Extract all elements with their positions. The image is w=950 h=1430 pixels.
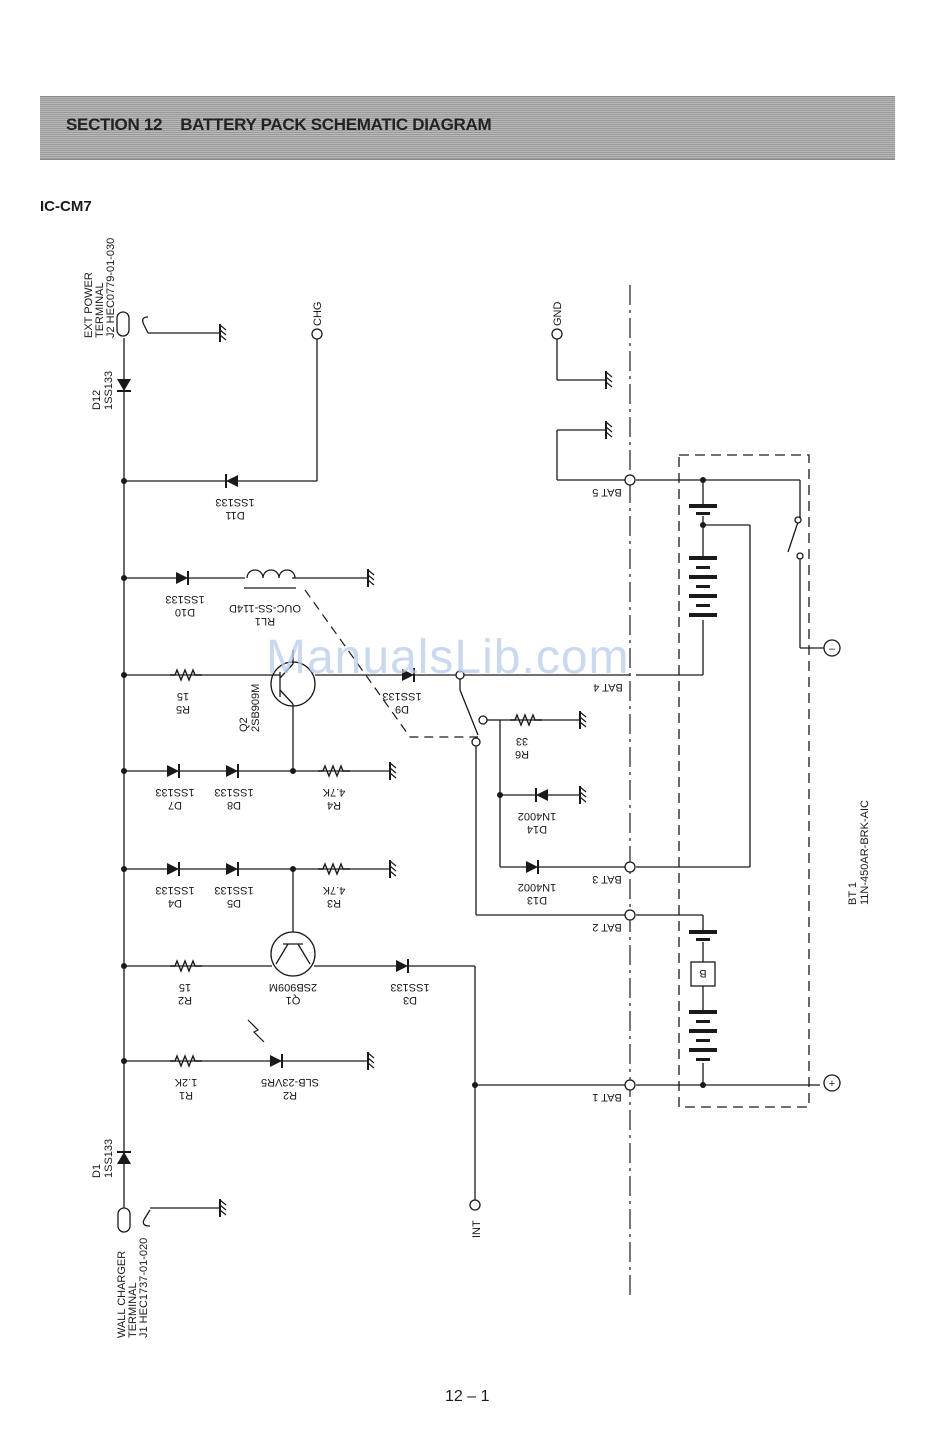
diode-d12: [116, 378, 132, 392]
r4-value: 4.7K: [322, 786, 345, 798]
d4-ref: D4: [168, 897, 182, 909]
r2-value: 15: [179, 981, 191, 993]
d5-part: 1SS133: [214, 884, 253, 896]
d13-part: 1N4002: [518, 881, 557, 893]
d12-ref: D12: [91, 390, 103, 410]
wall-charger-terminal-label: TERMINAL: [127, 1282, 139, 1338]
section-title: BATTERY PACK SCHEMATIC DIAGRAM: [180, 115, 492, 134]
section-header-banner: SECTION 12 BATTERY PACK SCHEMATIC DIAGRAM: [40, 96, 895, 160]
diode-d10: [175, 570, 189, 586]
ext-power-part: J2 HEC0779-01-030: [105, 238, 117, 338]
gnd-terminal-label: GND: [552, 302, 564, 327]
diode-d8: [225, 763, 239, 779]
ground-symbol: [367, 568, 375, 588]
d8-ref: D8: [227, 799, 241, 811]
page-number: 12 – 1: [445, 1388, 490, 1405]
d7-part: 1SS133: [155, 786, 194, 798]
d3-part: 1SS133: [390, 981, 429, 993]
ext-power-terminal-label: TERMINAL: [94, 282, 106, 338]
d1-part: 1SS133: [103, 1139, 115, 1178]
diode-d1: [116, 1151, 132, 1165]
ground-symbol: [367, 1051, 375, 1071]
d10-part: 1SS133: [165, 593, 204, 605]
diode-d5: [225, 861, 239, 877]
d3-ref: D3: [403, 994, 417, 1006]
bat4-label: BAT 4: [593, 681, 623, 693]
d11-part: 1SS133: [215, 496, 254, 508]
d10-ref: D10: [175, 606, 195, 618]
r5-value: 15: [177, 690, 189, 702]
breaker-label: B: [699, 967, 706, 979]
diode-d4: [166, 861, 180, 877]
d13-ref: D13: [527, 894, 547, 906]
d12-part: 1SS133: [103, 371, 115, 410]
ground-symbol: [389, 761, 397, 781]
wall-charger-part: J1 HEC1737-01-020: [138, 1238, 150, 1338]
d8-part: 1SS133: [214, 786, 253, 798]
d7-ref: D7: [168, 799, 182, 811]
diode-d11: [225, 473, 239, 489]
section-header-text: SECTION 12 BATTERY PACK SCHEMATIC DIAGRAM: [66, 115, 509, 135]
bat2-label: BAT 2: [592, 921, 622, 933]
d14-ref: D14: [527, 823, 547, 835]
q1-ref: Q1: [286, 994, 301, 1006]
ground-symbol: [579, 710, 587, 730]
r4-ref: R4: [327, 799, 341, 811]
d4-part: 1SS133: [155, 884, 194, 896]
rl1-part: OUC-SS-114D: [229, 602, 301, 614]
watermark: ManualsLib.com: [266, 631, 630, 684]
d5-ref: D5: [227, 897, 241, 909]
led-part: SLB-23VR5: [261, 1076, 319, 1088]
rl1-ref: RL1: [255, 615, 275, 627]
d1-ref: D1: [91, 1164, 103, 1178]
diode-d14: [535, 787, 549, 803]
diode-d3: [395, 958, 409, 974]
d14-part: 1N4002: [518, 810, 557, 822]
ext-power-label: EXT POWER: [83, 272, 95, 338]
r3-ref: R3: [327, 897, 341, 909]
model-name: IC-CM7: [40, 198, 92, 215]
r1-value: 1.2K: [174, 1076, 197, 1088]
light-emission-arrow: [247, 1019, 265, 1043]
r6-value: 33: [516, 735, 528, 747]
minus-terminal-label: –: [829, 643, 836, 655]
ground-symbol: [605, 370, 613, 390]
ground-symbol: [219, 323, 227, 343]
q2-ref: Q2: [238, 717, 250, 732]
d9-part: 1SS133: [382, 690, 421, 702]
d9-ref: D9: [395, 703, 409, 715]
bat1-label: BAT 1: [592, 1091, 622, 1103]
chg-terminal-label: CHG: [312, 302, 324, 326]
q2-part: 2SB909M: [250, 684, 262, 732]
r1-ref: R1: [179, 1089, 193, 1101]
diode-d7: [166, 763, 180, 779]
wall-charger-label: WALL CHARGER: [116, 1251, 128, 1338]
ground-symbol: [605, 420, 613, 440]
ground-symbol: [579, 785, 587, 805]
r5-ref: R5: [176, 703, 190, 715]
led-r2: [269, 1053, 283, 1069]
ground-symbol: [219, 1198, 227, 1218]
r3-value: 4.7K: [322, 884, 345, 896]
bt1-ref: BT 1: [847, 882, 859, 905]
r2-ref: R2: [178, 994, 192, 1006]
r6-ref: R6: [515, 748, 529, 760]
bat5-label: BAT 5: [592, 486, 622, 498]
d11-ref: D11: [225, 509, 244, 521]
plus-terminal-label: +: [829, 1078, 835, 1090]
led-ref: R2: [283, 1089, 297, 1101]
bt1-part: 11N-450AR-BRK-AIC: [859, 800, 871, 905]
ground-symbol: [389, 859, 397, 879]
bat3-label: BAT 3: [592, 873, 622, 885]
diode-d13: [525, 859, 539, 875]
int-terminal-label: INT: [471, 1220, 483, 1238]
q1-part: 2SB909M: [269, 981, 317, 993]
section-number: SECTION 12: [66, 115, 163, 134]
